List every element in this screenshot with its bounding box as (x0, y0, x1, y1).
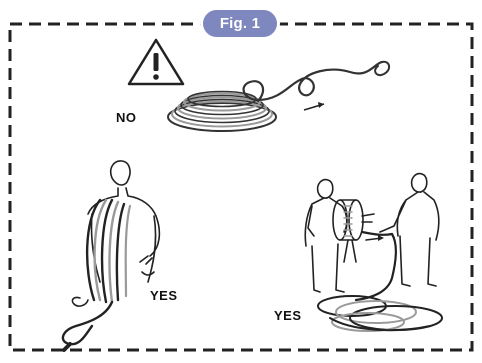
correct-reel-label: YES (274, 308, 302, 323)
correct-shoulder-label: YES (150, 288, 178, 303)
warning-triangle-icon (129, 40, 183, 84)
direction-arrow-icon (304, 102, 324, 110)
figure-badge: Fig. 1 (203, 10, 277, 37)
dashed-frame (10, 24, 472, 350)
reel-unwinding-scene (305, 174, 442, 331)
coiled-rope-incorrect (168, 62, 389, 131)
incorrect-method-label: NO (116, 110, 137, 125)
person-shoulder-coil (63, 161, 159, 350)
